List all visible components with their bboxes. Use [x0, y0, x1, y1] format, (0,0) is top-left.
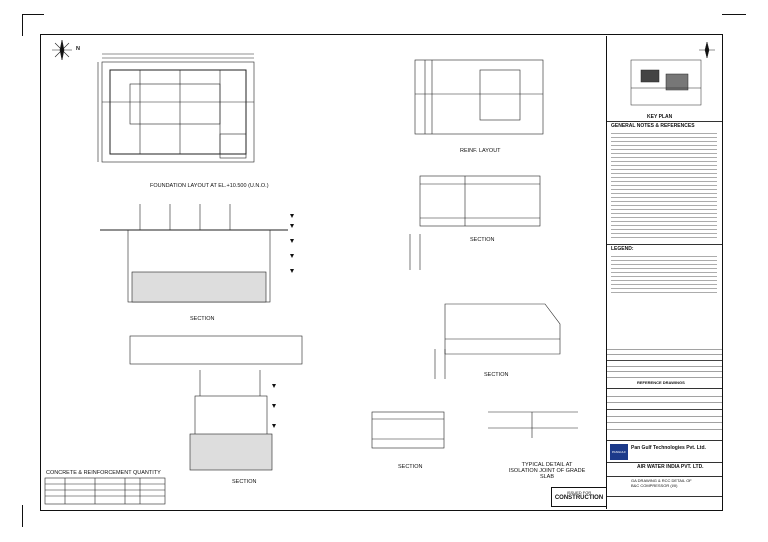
section-title-4: SECTION [232, 479, 257, 485]
tb-divider-1 [607, 121, 722, 122]
consultant-logo: PANGULF [610, 444, 628, 460]
crop-mark-top-left-v [22, 14, 23, 36]
foundation-layout-title: FOUNDATION LAYOUT AT EL.+10.500 (U.N.O.) [150, 183, 269, 189]
construction-stamp: ISSUED FOR CONSTRUCTION [551, 487, 607, 507]
section-title-1: SECTION [190, 316, 215, 322]
notes-text-block [611, 131, 717, 241]
reference-label: REFERENCE DRAWINGS [637, 380, 685, 385]
north-label: N [76, 46, 80, 52]
crop-mark-top-right [722, 14, 746, 15]
drawing-canvas [44, 39, 578, 505]
section-title-3: SECTION [484, 372, 509, 378]
tb-divider-4 [607, 388, 722, 389]
quantity-table-title: CONCRETE & REINFORCEMENT QUANTITY [46, 470, 161, 476]
north-arrow-icon [52, 39, 72, 61]
crop-mark-top-left [22, 14, 44, 15]
notes-heading: GENERAL NOTES & REFERENCES [611, 123, 695, 129]
reinf-layout-title: REINF. LAYOUT [460, 148, 501, 154]
title-block: KEY PLAN GENERAL NOTES & REFERENCES LEGE… [606, 36, 722, 509]
legend-heading: LEGEND: [611, 246, 634, 252]
drawing-sheet-border [40, 34, 723, 511]
key-plan-image [630, 41, 715, 106]
tb-divider-8 [607, 496, 722, 497]
stamp-line-1: ISSUED FOR [566, 490, 592, 495]
key-plan-label: KEY PLAN [647, 114, 673, 120]
legend-text-block [611, 254, 717, 296]
section-title-2: SECTION [470, 237, 495, 243]
section-title-5: SECTION [398, 464, 423, 470]
crop-mark-bottom-left [22, 505, 23, 527]
tb-divider-6 [607, 462, 722, 463]
stamp-line-2: CONSTRUCTION [554, 495, 604, 501]
drawing-title: GA DRAWING & RCC DETAIL OF B&C COMPRESSO… [631, 478, 692, 488]
tb-divider-5 [607, 440, 722, 441]
revision-table [607, 390, 722, 432]
consultant-name: Pan Gulf Technologies Pvt. Ltd. [631, 445, 706, 451]
client-name: AIR WATER INDIA PVT. LTD. [637, 464, 704, 470]
reference-table [607, 344, 722, 378]
typical-detail-title: TYPICAL DETAIL AT ISOLATION JOINT OF GRA… [508, 462, 586, 480]
tb-divider-2 [607, 244, 722, 245]
tb-divider-7 [607, 476, 722, 477]
